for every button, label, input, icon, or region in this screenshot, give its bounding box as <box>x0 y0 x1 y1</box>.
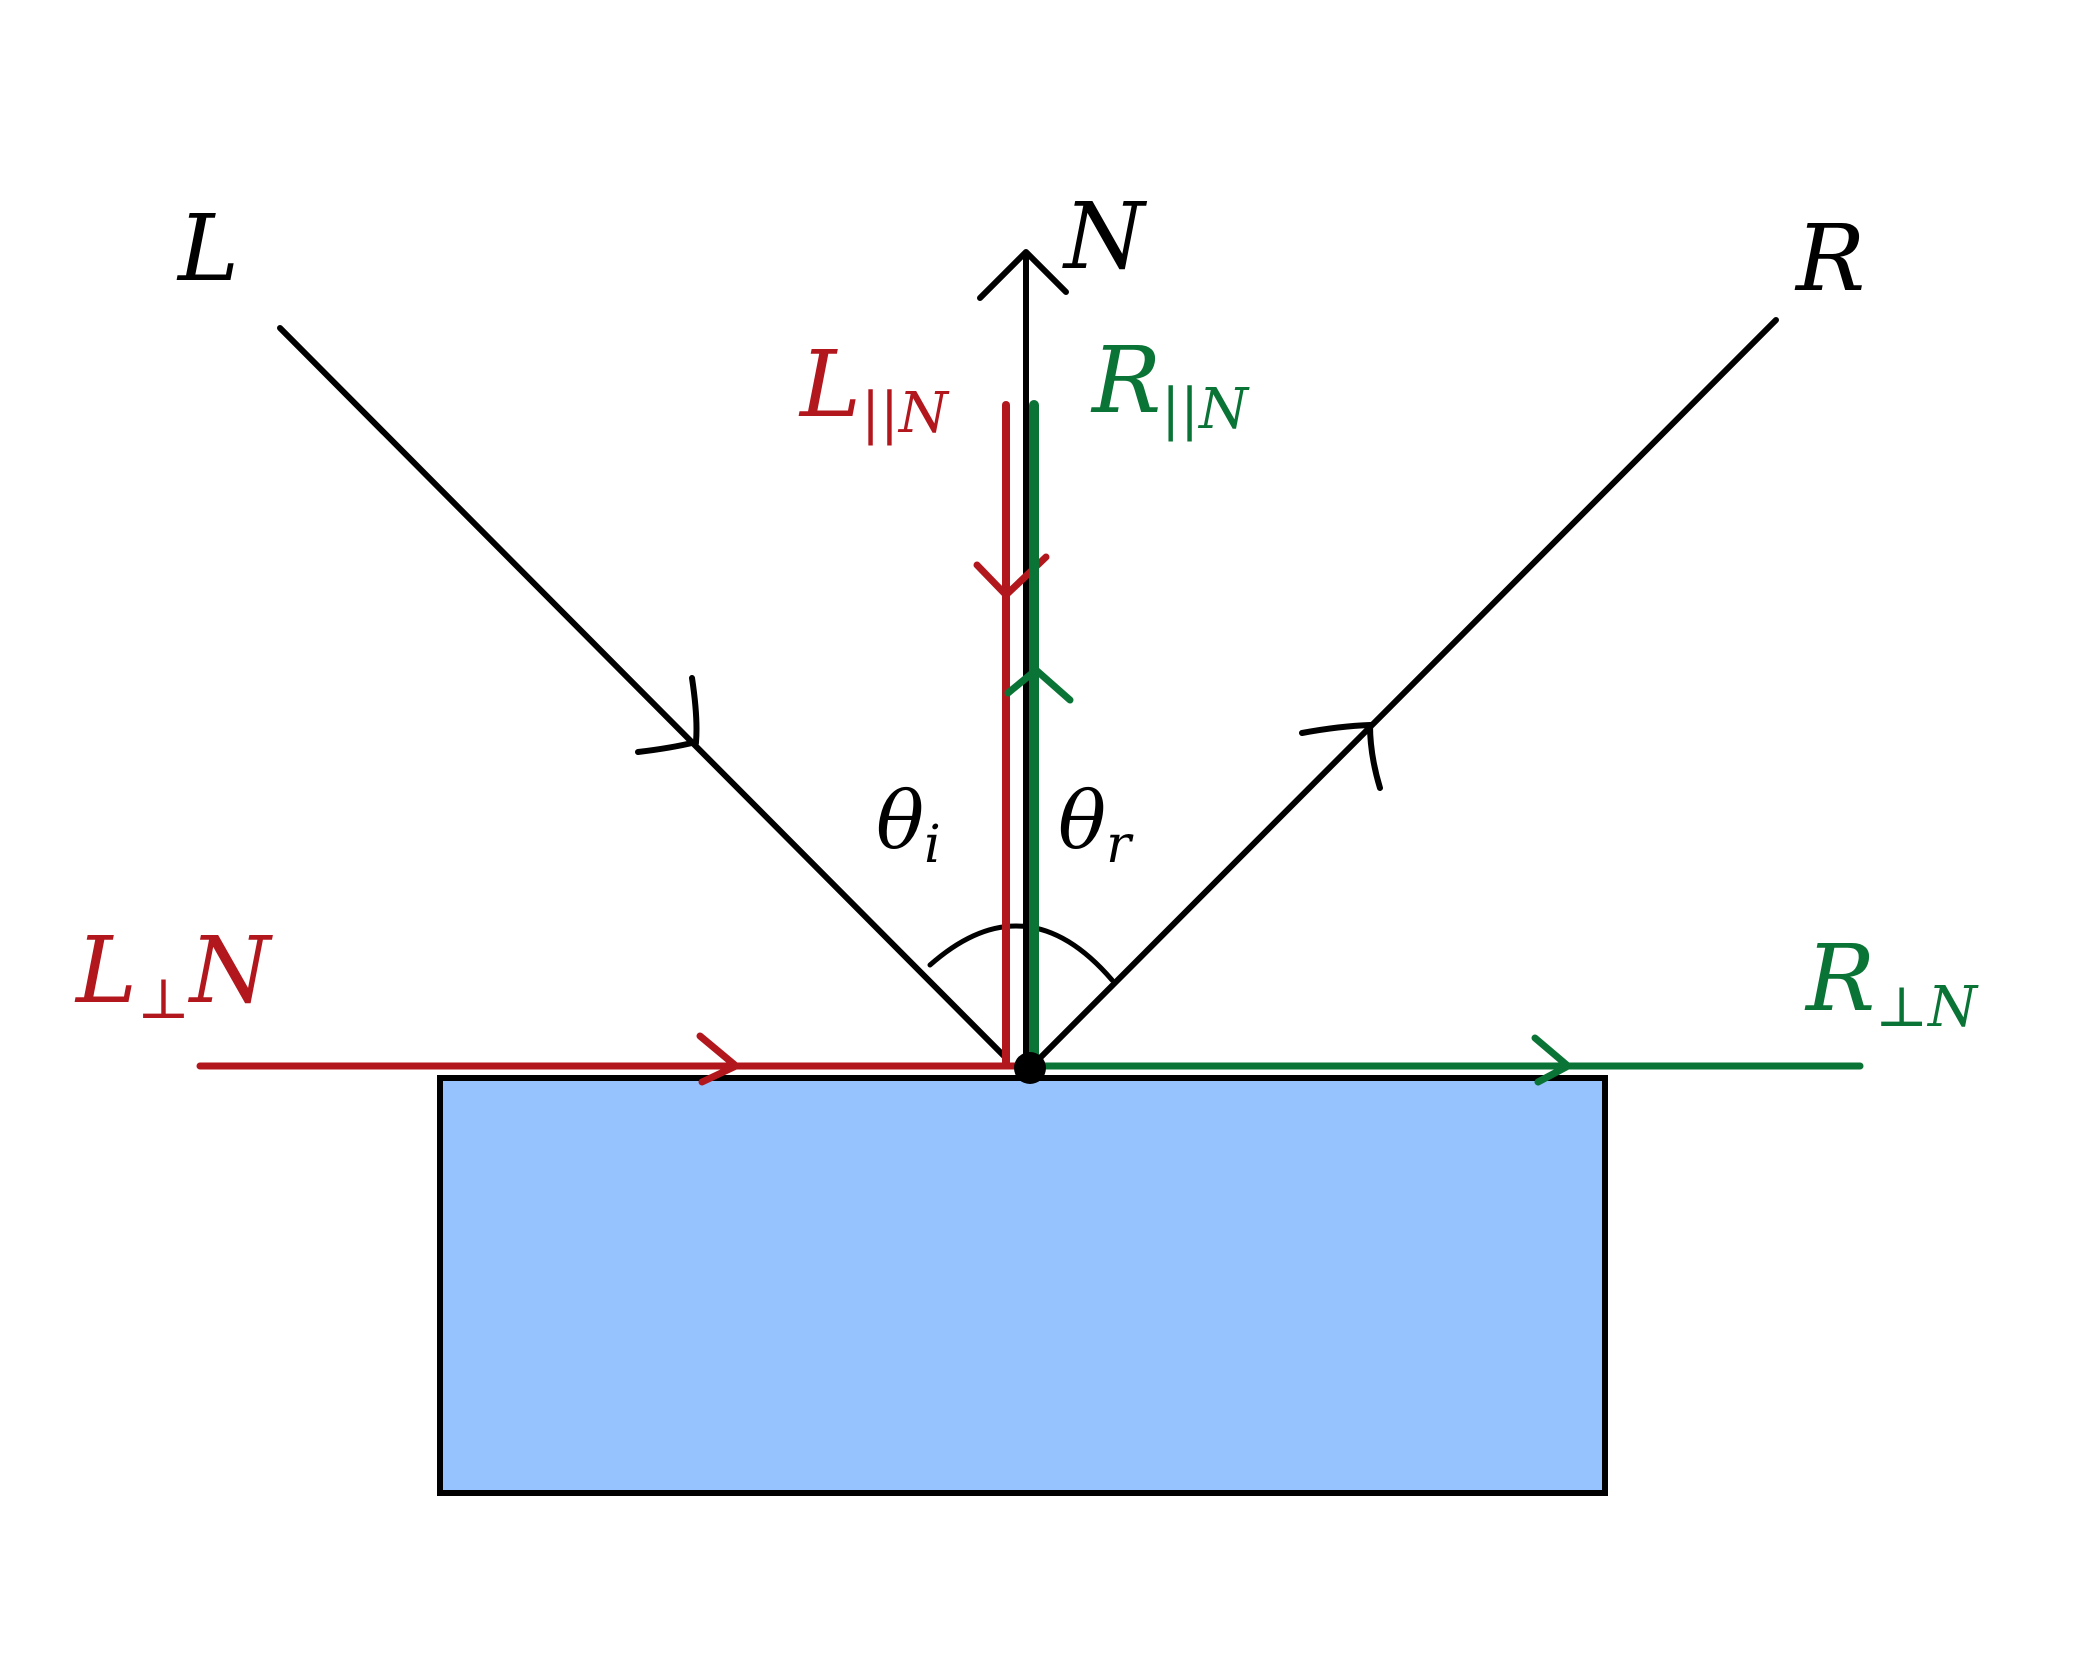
label-theta-i: θi <box>876 774 941 875</box>
incident-ray <box>277 325 1009 1061</box>
label-r-parallel-n: R||N <box>1090 327 1250 442</box>
r-parallel-n-arrowhead <box>1004 666 1074 704</box>
incidence-point <box>1014 1052 1046 1084</box>
incident-ray-arrowhead <box>635 675 700 755</box>
label-theta-r: θr <box>1058 774 1134 875</box>
r-perp-n-arrowhead <box>1531 1034 1572 1086</box>
l-perp-n-arrowhead <box>696 1032 740 1086</box>
label-r-perp-n: R⊥N <box>1804 925 1979 1040</box>
reflected-ray-arrowhead <box>1299 721 1383 791</box>
reflecting-surface <box>437 1075 1608 1496</box>
reflected-ray <box>1037 317 1779 1061</box>
label-l-parallel-n: L||N <box>798 331 950 446</box>
label-l-perp-n: L⊥N <box>74 917 274 1032</box>
normal-arrowhead <box>977 249 1069 301</box>
label-N: N <box>1062 183 1148 290</box>
label-L: L <box>176 195 239 302</box>
label-R: R <box>1794 205 1865 312</box>
angle-arc <box>927 923 1115 983</box>
